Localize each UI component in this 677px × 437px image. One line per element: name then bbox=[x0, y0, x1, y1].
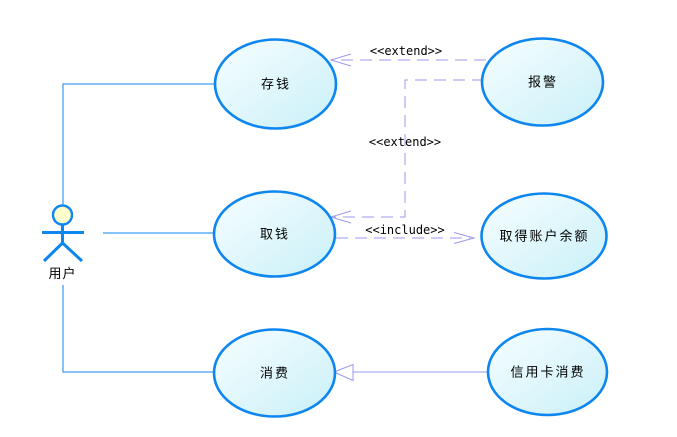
open-arrowhead-icon bbox=[453, 232, 476, 244]
extend-dashed-line bbox=[334, 79, 484, 218]
use-case-ellipse bbox=[212, 328, 337, 418]
use-case-consume[interactable]: 消费 bbox=[212, 328, 337, 418]
association-user-consume[interactable] bbox=[62, 285, 218, 373]
actor-head-icon bbox=[51, 204, 74, 226]
extend-arrow-alarm-withdraw[interactable] bbox=[329, 79, 484, 224]
use-case-balance[interactable]: 取得账户余额 bbox=[480, 192, 608, 280]
include-stereotype-label: <<include>> bbox=[365, 223, 444, 237]
extend-arrow-alarm-deposit[interactable] bbox=[329, 53, 486, 67]
use-case-label: 报警 bbox=[528, 75, 558, 91]
actor-user[interactable]: 用户 bbox=[42, 204, 84, 283]
use-case-credit-consume[interactable]: 信用卡消费 bbox=[486, 327, 609, 417]
use-case-withdraw[interactable]: 取钱 bbox=[212, 190, 337, 278]
use-case-label: 消费 bbox=[260, 367, 290, 382]
actor-legs-icon bbox=[42, 240, 84, 263]
extend-stereotype-label: <<extend>> bbox=[369, 135, 441, 149]
use-case-deposit[interactable]: 存钱 bbox=[213, 38, 338, 130]
actor-label: 用户 bbox=[48, 266, 76, 282]
use-case-alarm[interactable]: 报警 bbox=[480, 37, 605, 127]
use-case-ellipse bbox=[486, 327, 609, 417]
use-case-ellipse bbox=[480, 37, 605, 127]
use-case-ellipse bbox=[212, 190, 337, 278]
extend-stereotype-label: <<extend>> bbox=[370, 44, 442, 58]
hollow-triangle-arrowhead-icon bbox=[332, 363, 354, 382]
generalization-arrow-credit-consume[interactable] bbox=[332, 363, 490, 382]
use-case-ellipse bbox=[480, 192, 608, 280]
include-arrow-withdraw-balance[interactable] bbox=[336, 232, 476, 244]
association-user-deposit[interactable] bbox=[62, 83, 218, 205]
open-arrowhead-icon bbox=[329, 53, 352, 67]
use-case-label: 取钱 bbox=[260, 228, 290, 243]
use-case-label: 信用卡消费 bbox=[510, 366, 585, 381]
use-case-label: 存钱 bbox=[261, 78, 291, 93]
use-case-ellipse bbox=[213, 38, 338, 130]
use-case-label: 取得账户余额 bbox=[499, 229, 589, 245]
